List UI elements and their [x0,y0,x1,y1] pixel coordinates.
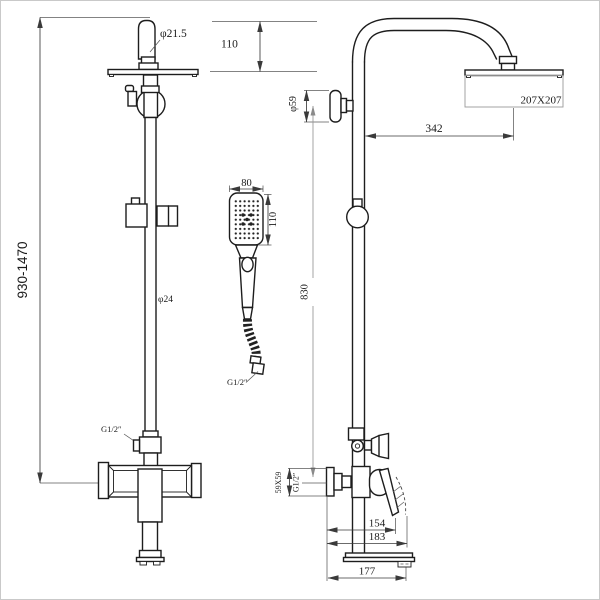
dim-label-rail-diameter: φ24 [158,295,173,305]
dim-label-base-projection: 177 [359,566,376,578]
slide-rail [144,116,157,433]
head-nut-front [498,55,518,65]
hose-fitting [251,361,265,376]
rail-adapter-top [142,430,159,438]
slider-body [125,203,148,228]
supply-nipple [341,475,352,489]
base-outlet-tab [397,561,412,568]
disc-lip-left [109,74,114,77]
adapter-neck [143,452,159,467]
disc-lip-right [192,74,197,77]
head-collar-front [500,62,516,71]
dim-label-stem-height: 110 [221,39,238,51]
spout-foot-right [153,561,161,566]
dim-label-handle-projection: 154 [369,518,386,530]
dim-label-head-size: 207X207 [521,95,562,107]
valve-center-block [137,468,163,523]
head-projection-outline [464,75,564,108]
diverter-screw-center [354,443,361,449]
ball-collar [140,85,160,94]
pipe-through-ball [143,89,159,119]
head-collar [138,62,159,71]
shower-hose [242,318,261,358]
spout-pipe [141,521,159,552]
handle-phantom-position [395,476,407,515]
hose-connector [241,306,254,320]
spout-flange-lip [135,556,165,563]
dim-label-column-height: 930-1470 [15,241,30,298]
dim-label-escutcheon-size: 59X59 [274,472,283,494]
leader-hose-thread [245,371,259,383]
handle-hatch [396,501,405,509]
lever-knob [124,84,135,93]
wall-bracket-step [340,97,348,114]
head-stem-pipe [137,19,156,60]
shower-head-disc-side [107,68,199,76]
spout-foot-left [139,561,147,566]
gooseneck-outer [351,17,514,63]
dim-label-hand-height: 110 [268,212,279,227]
bevel-corner [186,491,192,498]
dim-label-arm-reach: 342 [425,123,443,135]
valve-handle [378,467,400,517]
base-flange-lip [342,556,416,563]
nozzle-center-cluster [241,213,253,226]
side-view: 930-1470 φ21.5 110 φ24 G1/2″ [15,17,317,566]
valve-endcap-left [97,461,110,500]
dim-label-riser-height: 830 [300,284,311,300]
wall-bracket-arm [345,99,354,112]
dim-label-valve-projection: 183 [369,531,386,543]
slider-knob [346,205,370,229]
upper-stem [142,74,159,88]
spout-flange [138,549,162,559]
dim-label-hose-thread: G1/2″ [227,377,248,387]
dim-label-supply-thread: G1/2″ [292,473,301,492]
bevel-corner [108,491,114,498]
rail-adapter-tab [132,439,141,452]
diverter-clamp [347,427,365,441]
diverter-knob [370,432,390,460]
bevel-corner [108,465,114,471]
slider-clamp [156,205,179,227]
lever-stem [127,90,138,107]
wall-bracket-disc [329,89,342,123]
leader-stem-diameter [149,39,161,53]
valve-endcap-right [190,462,202,499]
hand-shower-detail: 80 110 G1/2″ [227,178,279,387]
dim-label-rail-thread: G1/2″ [101,424,122,434]
supply-escutcheon [325,466,335,497]
overhead-shower-disc [464,69,564,77]
handle-button [241,256,254,273]
gooseneck-inner [363,29,498,63]
dim-label-stem-diameter: φ21.5 [160,28,187,40]
valve-body-side [351,465,371,499]
diverter-arm [363,439,373,451]
dim-label-hand-width: 80 [241,178,252,189]
handle-hatch [392,485,402,493]
slider-button-front [352,198,363,208]
dim-label-bracket-diameter: φ59 [288,96,299,112]
handle-hatch [394,493,404,501]
bevel-corner [186,465,192,471]
rail-adapter [138,436,162,454]
supply-step [333,472,343,491]
front-view: 207X207 342 φ59 830 [274,17,564,581]
